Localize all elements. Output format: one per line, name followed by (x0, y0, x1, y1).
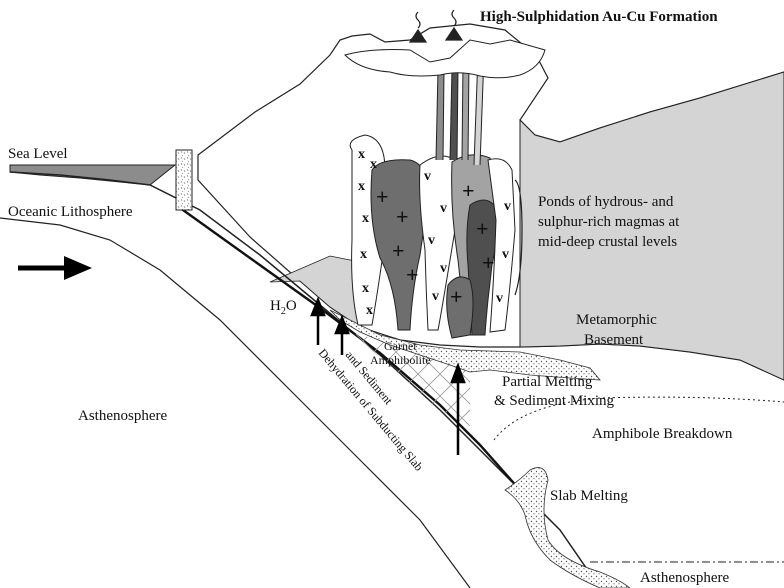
svg-text:x: x (366, 303, 373, 318)
ponds-label-line3: mid-deep crustal levels (538, 234, 677, 250)
svg-text:x: x (370, 157, 377, 172)
svg-text:+: + (396, 204, 409, 229)
oceanic-lithosphere-label: Oceanic Lithosphere (8, 204, 133, 220)
subduction-direction-arrow (18, 256, 92, 280)
svg-text:x: x (362, 281, 369, 296)
svg-text:v: v (424, 169, 431, 184)
h2o-label: H2O (270, 298, 297, 317)
ponds-label-line2: sulphur-rich magmas at (538, 214, 680, 230)
svg-text:+: + (392, 238, 405, 263)
slab-melting-zone (505, 468, 630, 588)
metamorphic-basement-label-line2: Basement (584, 332, 644, 348)
svg-text:v: v (428, 233, 435, 248)
asthenosphere-left-label: Asthenosphere (78, 408, 167, 424)
svg-text:v: v (432, 289, 439, 304)
svg-text:+: + (482, 250, 495, 275)
svg-text:+: + (376, 184, 389, 209)
svg-text:+: + (406, 262, 419, 287)
asthenosphere-bottom-label: Asthenosphere (640, 570, 729, 586)
svg-text:x: x (358, 179, 365, 194)
svg-text:v: v (496, 291, 503, 306)
svg-text:v: v (440, 261, 447, 276)
svg-text:+: + (450, 284, 463, 309)
metamorphic-basement-label-line1: Metamorphic (576, 312, 657, 328)
slab-melting-label: Slab Melting (550, 488, 628, 504)
garnet-label: Garnet (384, 339, 417, 353)
partial-melting-label-line2: & Sediment Mixing (494, 393, 615, 409)
svg-text:v: v (440, 201, 447, 216)
svg-text:x: x (360, 247, 367, 262)
diagram-title: High-Sulphidation Au-Cu Formation (480, 9, 718, 25)
svg-text:+: + (462, 178, 475, 203)
partial-melting-label-line1: Partial Melting (502, 374, 593, 390)
amphibolite-label: Amphibolite (370, 353, 431, 367)
svg-text:v: v (504, 199, 511, 214)
svg-text:x: x (358, 147, 365, 162)
svg-text:v: v (502, 247, 509, 262)
accretionary-column (176, 150, 192, 210)
ponds-label-line1: Ponds of hydrous- and (538, 194, 674, 210)
sea-level-label: Sea Level (8, 146, 68, 162)
sea (10, 165, 175, 185)
svg-text:x: x (362, 211, 369, 226)
svg-text:+: + (476, 216, 489, 241)
amphibole-breakdown-label: Amphibole Breakdown (592, 426, 733, 442)
